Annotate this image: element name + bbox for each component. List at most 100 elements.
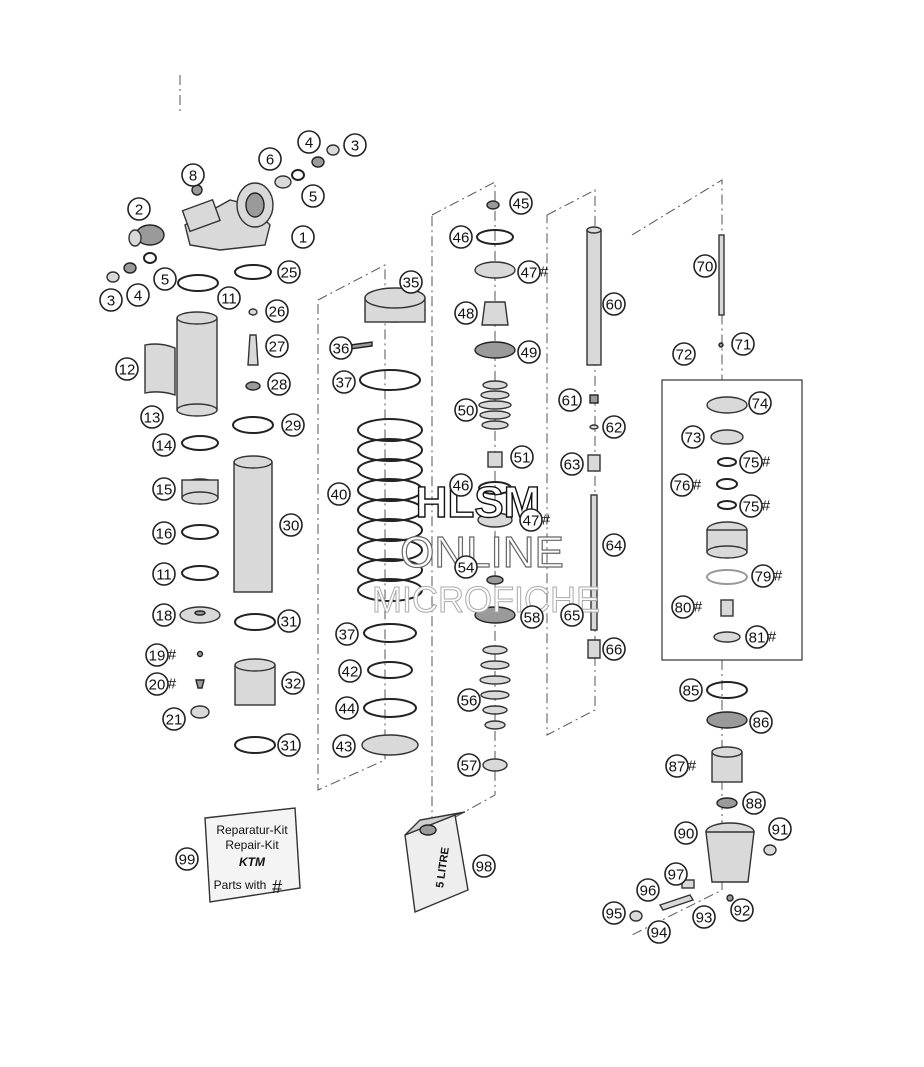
callout-45: 45 <box>509 191 533 215</box>
callout-8: 8 <box>181 163 205 187</box>
shim-stack-column-parts <box>474 200 516 772</box>
callout-circle <box>277 609 301 633</box>
callout-35: 35 <box>399 270 423 294</box>
callout-number: 11 <box>156 567 172 584</box>
callout-number: 44 <box>339 701 356 718</box>
callout-number: 30 <box>283 518 300 535</box>
callout-57: 57 <box>457 753 481 777</box>
callout-90: 90 <box>674 821 698 845</box>
callout-circle <box>126 283 150 307</box>
callout-number: 65 <box>564 608 581 625</box>
callout-circle <box>277 260 301 284</box>
callout-number: 32 <box>285 676 302 693</box>
callout-18: 18 <box>152 603 176 627</box>
callout-circle <box>517 340 541 364</box>
callout-circle <box>115 357 139 381</box>
callout-3: 3 <box>99 288 123 312</box>
callout-87: 87# <box>665 754 697 778</box>
left-column-parts <box>144 274 221 719</box>
callout-40: 40 <box>327 482 351 506</box>
callout-11: 11 <box>152 562 176 586</box>
callout-circle <box>472 854 496 878</box>
kit-line-2: Repair-Kit <box>225 838 279 852</box>
callout-86: 86 <box>749 710 773 734</box>
callout-15: 15 <box>152 477 176 501</box>
callout-25: 25 <box>277 260 301 284</box>
callout-99: 99 <box>175 847 199 871</box>
callout-circle <box>145 672 169 696</box>
callout-48: 48 <box>454 301 478 325</box>
callout-circle <box>602 637 626 661</box>
second-column-parts <box>232 264 276 754</box>
callout-number: 98 <box>476 859 493 876</box>
callout-circle <box>152 603 176 627</box>
callout-number: 18 <box>156 608 173 625</box>
callout-number: 28 <box>271 377 288 394</box>
callout-number: 72 <box>676 347 693 364</box>
callout-circle <box>281 413 305 437</box>
callout-number: 95 <box>606 906 623 923</box>
callout-circle <box>335 622 359 646</box>
callout-number: 74 <box>752 396 769 413</box>
callout-number: 6 <box>266 152 274 169</box>
callout-37: 37 <box>335 622 359 646</box>
callout-circle <box>457 753 481 777</box>
callout-circle <box>329 336 353 360</box>
callout-circle <box>739 450 763 474</box>
callout-20: 20# <box>145 672 177 696</box>
callout-number: 75 <box>743 499 760 516</box>
callout-number: 81 <box>749 630 766 647</box>
callout-number: 3 <box>351 138 359 155</box>
callout-number: 96 <box>640 883 657 900</box>
repair-kit-hash-mark: # <box>688 758 697 775</box>
callout-number: 37 <box>339 627 356 644</box>
callout-circle <box>153 267 177 291</box>
callout-81: 81# <box>745 625 777 649</box>
callout-circle <box>338 659 362 683</box>
callout-37: 37 <box>332 370 356 394</box>
callout-circle <box>327 482 351 506</box>
callout-number: 56 <box>461 693 478 710</box>
callout-96: 96 <box>636 878 660 902</box>
callout-11: 11 <box>217 286 241 310</box>
callout-number: 85 <box>683 683 700 700</box>
callout-43: 43 <box>332 734 356 758</box>
callout-number: 60 <box>606 297 623 314</box>
callout-circle <box>510 445 534 469</box>
callout-58: 58 <box>520 605 544 629</box>
callout-circle <box>399 270 423 294</box>
callout-circle <box>693 254 717 278</box>
callout-circle <box>217 286 241 310</box>
callout-number: 71 <box>735 337 752 354</box>
callout-5: 5 <box>153 267 177 291</box>
callout-number: 64 <box>606 538 623 555</box>
callout-75: 75# <box>739 494 771 518</box>
callout-42: 42 <box>338 659 362 683</box>
callout-circle <box>281 671 305 695</box>
callout-circle <box>297 130 321 154</box>
callout-circle <box>768 817 792 841</box>
callout-circle <box>517 260 541 284</box>
callout-number: 3 <box>107 293 115 310</box>
callout-85: 85 <box>679 678 703 702</box>
spring-column-parts <box>342 287 426 756</box>
repair-kit-box: Reparatur-Kit Repair-Kit KTM Parts with … <box>204 807 301 903</box>
callout-number: 2 <box>135 202 143 219</box>
callout-number: 63 <box>564 457 581 474</box>
repair-kit-hash-mark: # <box>774 568 783 585</box>
callout-number: 94 <box>651 925 668 942</box>
callout-62: 62 <box>602 415 626 439</box>
callout-number: 26 <box>269 304 286 321</box>
callout-number: 42 <box>342 664 359 681</box>
callout-circle <box>145 643 169 667</box>
piston-rod-column-parts <box>586 226 602 659</box>
callout-number: 13 <box>144 410 161 427</box>
callout-number: 37 <box>336 375 353 392</box>
callout-circle <box>742 791 766 815</box>
callout-circle <box>267 372 291 396</box>
callout-26: 26 <box>265 299 289 323</box>
callout-73: 73 <box>681 425 705 449</box>
callout-circle <box>265 334 289 358</box>
watermark: HLSM ONLINE MICROFICHE <box>372 477 601 620</box>
shock-head-assembly <box>106 144 340 283</box>
